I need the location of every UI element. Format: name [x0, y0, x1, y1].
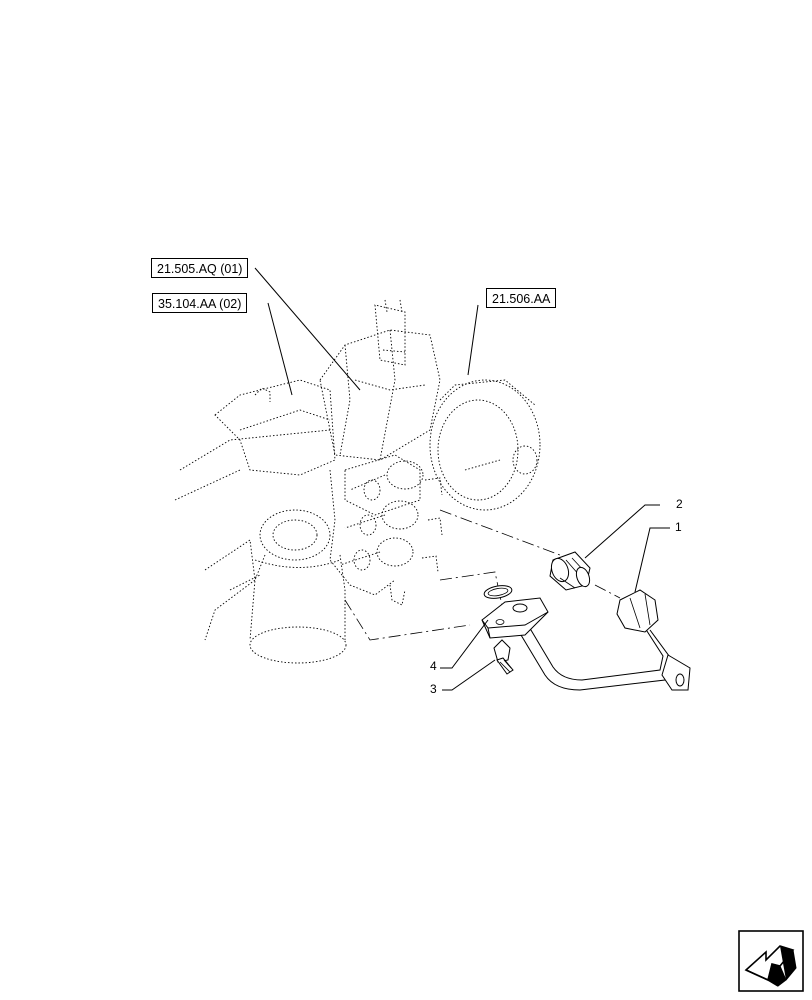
- callout-item-2: 2: [676, 497, 683, 511]
- fitting-part-2: [549, 551, 591, 591]
- reference-box-21-505-aq[interactable]: 21.505.AQ (01): [151, 258, 249, 278]
- reference-leaders: [254, 267, 479, 396]
- reference-box-35-104-aa[interactable]: 35.104.AA (02): [152, 293, 248, 313]
- o-ring-part-4: [483, 585, 513, 599]
- callout-item-3: 3: [430, 682, 437, 696]
- callout-leaders: [440, 504, 670, 691]
- callout-item-4: 4: [430, 659, 437, 673]
- pipe-part-1: [514, 589, 691, 691]
- bolt-part-3: [493, 639, 514, 675]
- flange-block: [481, 597, 549, 639]
- next-page-arrow-icon[interactable]: [738, 930, 804, 992]
- reference-box-21-506-aa[interactable]: 21.506.AA: [486, 288, 557, 308]
- machine-background-outline: [174, 299, 541, 664]
- callout-item-1: 1: [675, 520, 682, 534]
